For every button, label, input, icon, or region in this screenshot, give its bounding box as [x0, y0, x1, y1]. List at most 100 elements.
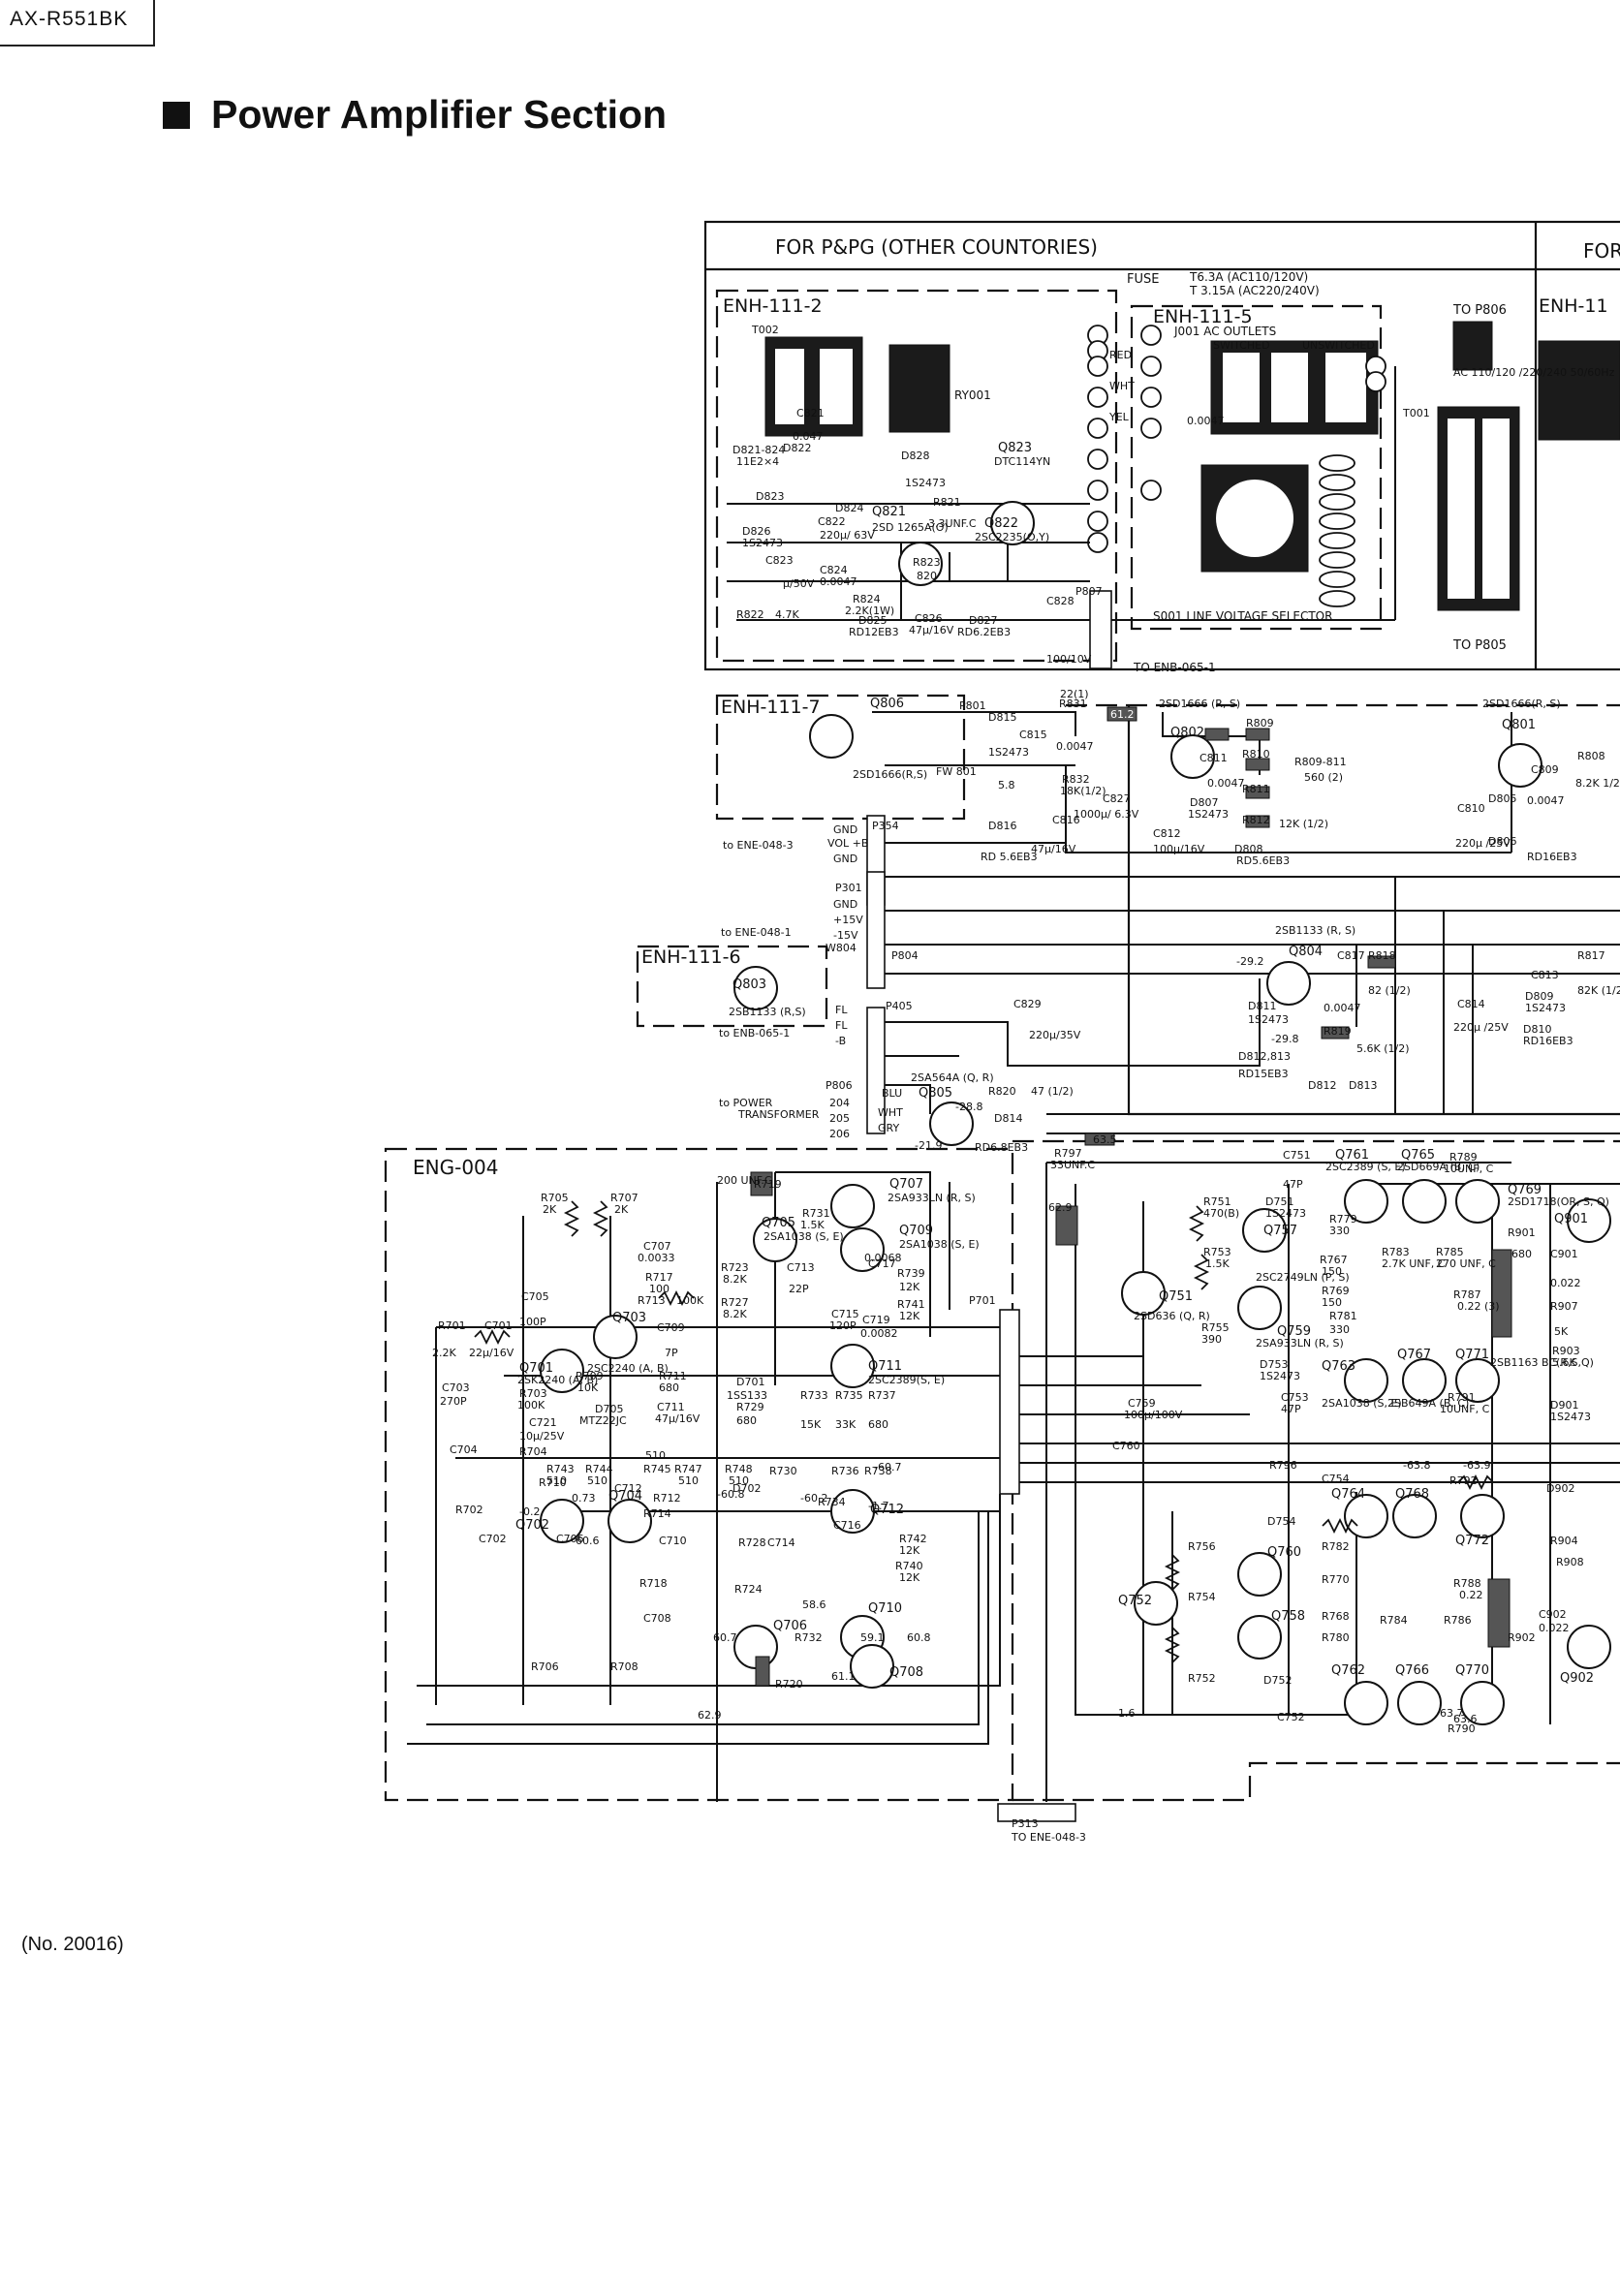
label-q762: Q762: [1331, 1663, 1365, 1678]
to-enb-065-label: TO ENB-065-1: [1133, 661, 1216, 674]
label-vm219: -21.9: [915, 1139, 942, 1152]
ac-voltage-label: AC 110/120 /220/240 50/60Hz: [1453, 366, 1615, 379]
label-r723: R723: [721, 1261, 749, 1274]
label-d901: D901: [1550, 1399, 1578, 1412]
label-c810: C810: [1457, 802, 1485, 815]
label-d812: D812: [1308, 1079, 1336, 1092]
label-d826: D826: [742, 525, 770, 538]
label-q769-type: 2SD1718(OR, S, Q): [1508, 1195, 1609, 1208]
label-v591: 59.1: [860, 1631, 885, 1644]
label-q707-type: 2SA933LN (R, S): [888, 1192, 976, 1204]
label-r709: R709: [576, 1370, 604, 1382]
label-p405: P405: [886, 1000, 913, 1012]
label-r821: R821: [933, 496, 961, 509]
label-r729: R729: [736, 1401, 764, 1413]
line-selector-label: S001 LINE VOLTAGE SELECTOR: [1153, 609, 1332, 623]
label-d828-val: 1S2473: [905, 477, 946, 489]
label-d810: D810: [1523, 1023, 1551, 1036]
label-d827: D827: [969, 614, 997, 627]
label-d751: D751: [1265, 1195, 1293, 1208]
label-vm288: -28.8: [955, 1101, 982, 1113]
board-label-eng-004: ENG-004: [413, 1156, 499, 1179]
label-p804: P804: [891, 949, 919, 962]
label-r707: R707: [610, 1192, 639, 1204]
label-c812-val: 100μ/16V: [1153, 843, 1205, 855]
label-d808: D808: [1234, 843, 1262, 855]
cap-bottom-label: 100/10V: [1046, 653, 1092, 666]
label-r747: R747: [674, 1463, 702, 1475]
label-r785-val: 270 UNF, C: [1436, 1257, 1496, 1270]
label-r822: R822: [736, 608, 764, 621]
label-p313: P313: [1012, 1817, 1039, 1830]
label-r809: R809: [1246, 717, 1274, 729]
label-r741-val: 12K: [899, 1310, 920, 1322]
label-q804-type: 2SB1133 (R, S): [1275, 924, 1355, 937]
label-r769: R769: [1322, 1285, 1350, 1297]
label-r782: R782: [1322, 1540, 1350, 1553]
label-c902: C902: [1539, 1608, 1567, 1621]
label-r789-val: 10UNF, C: [1444, 1163, 1494, 1175]
label-c712: C712: [614, 1482, 642, 1495]
label-r713-val: 100K: [676, 1294, 704, 1307]
label-r718: R718: [639, 1577, 668, 1590]
fuse-label: FUSE: [1127, 272, 1159, 287]
label-r821-val: 3.3UNF.C: [928, 517, 977, 530]
label-c815: C815: [1019, 729, 1047, 741]
label-to-enb065: to ENB-065-1: [719, 1027, 790, 1039]
label-q772: Q772: [1455, 1534, 1489, 1548]
label-d705-val: MTZ22JC: [579, 1414, 627, 1427]
label-d812-val: RD15EB3: [1238, 1068, 1289, 1080]
label-c827-val: 1000μ/ 6.3V: [1074, 808, 1139, 821]
label-p301: P301: [835, 882, 862, 894]
label-d825-val: RD12EB3: [849, 626, 899, 638]
label-v602: -60.2: [800, 1492, 827, 1505]
label-r736: R736: [831, 1465, 859, 1477]
board-enh-111-5: [1130, 304, 1383, 631]
label-r797-val: 33UNF.C: [1050, 1159, 1095, 1171]
label-c754: C754: [1322, 1473, 1350, 1485]
label-r767-val: 150: [1322, 1265, 1342, 1278]
label-r741: R741: [897, 1298, 925, 1311]
switched-label: SWITCHED: [1213, 339, 1270, 352]
label-r755: R755: [1201, 1321, 1230, 1334]
label-q759-type: 2SA933LN (R, S): [1256, 1337, 1344, 1350]
label-n205: 205: [829, 1112, 850, 1125]
board-enh-111-6: [636, 945, 828, 1028]
label-r788-val: 0.22: [1459, 1589, 1483, 1601]
label-d901-val: 1S2473: [1550, 1411, 1591, 1423]
label-v629b: 62.9: [698, 1709, 722, 1722]
label-q803-type: 2SB1133 (R,S): [729, 1006, 806, 1018]
label-r823: R823: [913, 556, 941, 569]
label-r831: R831: [1059, 698, 1087, 710]
label-q763-type: 2SA1038 (S, E): [1322, 1397, 1402, 1410]
label-gnd-2: GND: [833, 853, 857, 865]
label-r703: R703: [519, 1387, 547, 1400]
label-v17: -1.7: [868, 1500, 888, 1512]
label-v629: 62.9: [1048, 1201, 1073, 1214]
label-d811-val: 1S2473: [1248, 1013, 1289, 1026]
label-d701: D701: [736, 1376, 764, 1388]
label-q771: Q771: [1455, 1348, 1489, 1362]
label-q805: Q805: [919, 1086, 952, 1101]
board-enh-111-2: [715, 289, 1118, 663]
label-r823-val: 820: [917, 570, 937, 582]
label-v586: 58.6: [802, 1598, 826, 1611]
label-fl-m: FL: [835, 1019, 848, 1032]
document-number: (No. 20016): [21, 1934, 124, 1955]
label-r707-val: 2K: [614, 1203, 629, 1216]
label-c719-val: 0.0082: [860, 1327, 898, 1340]
fuse-rating-2: T 3.15A (AC220/240V): [1189, 284, 1320, 297]
label-r779: R779: [1329, 1213, 1357, 1226]
label-r713: R713: [638, 1294, 666, 1307]
label-c826-val: 47μ/16V: [909, 624, 954, 636]
label-vm292: -29.2: [1236, 955, 1263, 968]
label-r706: R706: [531, 1660, 559, 1673]
label-d822: D822: [783, 442, 811, 454]
label-r781-val: 330: [1329, 1323, 1350, 1336]
label-d814: D814: [994, 1112, 1022, 1125]
label-r908: R908: [1556, 1556, 1584, 1568]
label-v607: -60.7: [874, 1461, 901, 1474]
label-gnd-1: GND: [833, 823, 857, 836]
label-r812: R812: [1242, 814, 1270, 826]
label-c715: C715: [831, 1308, 859, 1320]
